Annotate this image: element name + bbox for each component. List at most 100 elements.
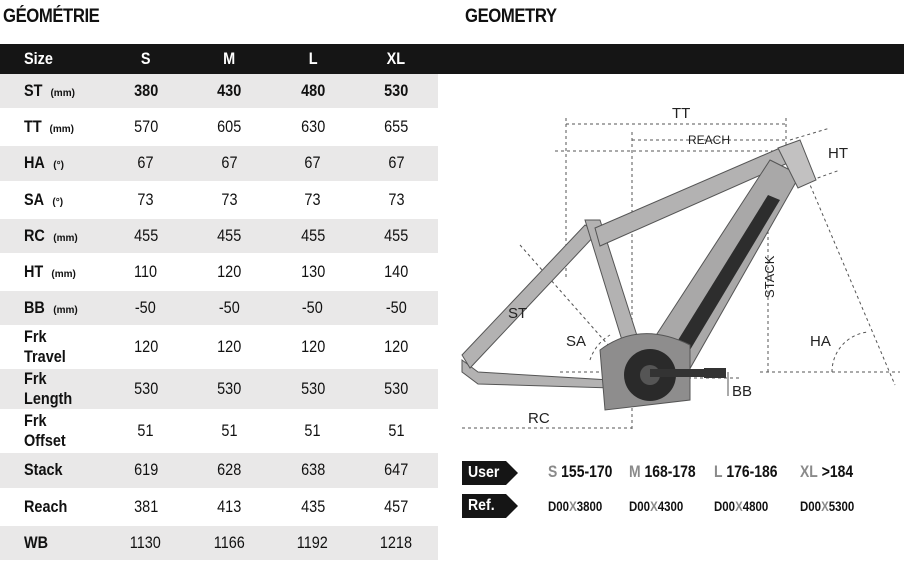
- ref-xl: D00X5300: [800, 498, 855, 514]
- row-label: Stack: [0, 452, 104, 489]
- row-label: ST (mm): [0, 74, 104, 110]
- table-cell: 638: [271, 452, 355, 489]
- table-cell: 455: [104, 217, 188, 254]
- table-cell: 455: [271, 217, 355, 254]
- table-cell: 67: [354, 145, 438, 182]
- row-label: BB (mm): [0, 290, 104, 327]
- table-cell: 435: [271, 488, 355, 525]
- row-label: HA (°): [0, 145, 104, 182]
- row-label: Frk Length: [0, 368, 104, 411]
- table-cell: 73: [271, 181, 355, 218]
- row-label: Reach: [0, 488, 104, 525]
- table-row: BB (mm)-50-50-50-50: [0, 290, 438, 327]
- table-cell: 51: [271, 410, 355, 453]
- column-header-l: L: [308, 49, 318, 68]
- label-stack: STACK: [762, 255, 777, 298]
- row-label: SA (°): [0, 181, 104, 218]
- table-cell: 530: [354, 368, 438, 411]
- table-cell: 1218: [354, 524, 438, 561]
- table-cell: 1166: [187, 524, 271, 561]
- table-cell: 605: [187, 109, 271, 146]
- table-cell: 630: [271, 109, 355, 146]
- battery: [675, 195, 780, 350]
- user-size-s: S 155-170: [548, 462, 613, 481]
- row-label: TT (mm): [0, 109, 104, 146]
- table-cell: 51: [104, 410, 188, 453]
- table-cell: 380: [104, 74, 188, 110]
- table-cell: 530: [104, 368, 188, 411]
- table-cell: 120: [354, 326, 438, 369]
- label-st: ST: [508, 305, 527, 322]
- table-cell: 455: [354, 217, 438, 254]
- user-size-m: M 168-178: [629, 462, 696, 481]
- label-sa: SA: [566, 333, 586, 350]
- chainstay: [461, 359, 613, 389]
- table-cell: 457: [354, 488, 438, 525]
- ref-s: D00X3800: [548, 498, 603, 514]
- table-header-row: Size S M L XL: [0, 44, 438, 74]
- column-header-size: Size: [24, 49, 53, 68]
- table-cell: 120: [271, 326, 355, 369]
- table-cell: 73: [187, 181, 271, 218]
- table-cell: 67: [104, 145, 188, 182]
- table-cell: 67: [187, 145, 271, 182]
- row-unit: (mm): [53, 232, 78, 244]
- table-cell: 381: [104, 488, 188, 525]
- table-cell: -50: [104, 290, 188, 327]
- ref-tag: Ref.: [462, 494, 518, 518]
- table-cell: 130: [271, 253, 355, 291]
- table-cell: 619: [104, 452, 188, 489]
- label-ha: HA: [810, 333, 831, 350]
- table-cell: 1130: [104, 524, 188, 561]
- column-header-xl: XL: [387, 49, 406, 68]
- table-cell: 110: [104, 253, 188, 291]
- table-cell: -50: [354, 290, 438, 327]
- table-cell: 67: [271, 145, 355, 182]
- table-cell: 413: [187, 488, 271, 525]
- head-tube: [777, 139, 817, 189]
- page-title-fr: GÉOMÉTRIE: [3, 6, 100, 27]
- label-rc: RC: [528, 410, 550, 427]
- label-tt: TT: [672, 105, 690, 122]
- column-header-m: M: [223, 49, 236, 68]
- row-unit: (mm): [51, 269, 76, 281]
- table-cell: 51: [354, 410, 438, 453]
- row-unit: (°): [53, 160, 64, 172]
- row-label: Frk Offset: [0, 410, 104, 453]
- label-reach: REACH: [688, 133, 730, 147]
- table-cell: 73: [354, 181, 438, 218]
- row-unit: (°): [52, 196, 64, 208]
- row-unit: (mm): [53, 305, 78, 317]
- column-header-s: S: [140, 49, 151, 68]
- table-cell: 570: [104, 109, 188, 146]
- page-title-en: GEOMETRY: [465, 6, 557, 27]
- frame-geometry-diagram: TT REACH HT STACK ST SA HA BB RC: [461, 105, 900, 430]
- table-cell: 530: [271, 368, 355, 411]
- row-unit: (mm): [49, 124, 74, 136]
- row-unit: (mm): [50, 88, 75, 100]
- row-label: Frk Travel: [0, 326, 104, 369]
- table-cell: 120: [104, 326, 188, 369]
- user-size-l: L 176-186: [714, 462, 778, 481]
- user-tag: User: [462, 461, 518, 485]
- table-cell: -50: [187, 290, 271, 327]
- table-cell: 530: [354, 74, 438, 110]
- table-cell: 530: [187, 368, 271, 411]
- label-ht: HT: [828, 145, 848, 162]
- table-cell: 120: [187, 326, 271, 369]
- table-cell: 140: [354, 253, 438, 291]
- row-label: WB: [0, 524, 104, 561]
- row-label: HT (mm): [0, 253, 104, 291]
